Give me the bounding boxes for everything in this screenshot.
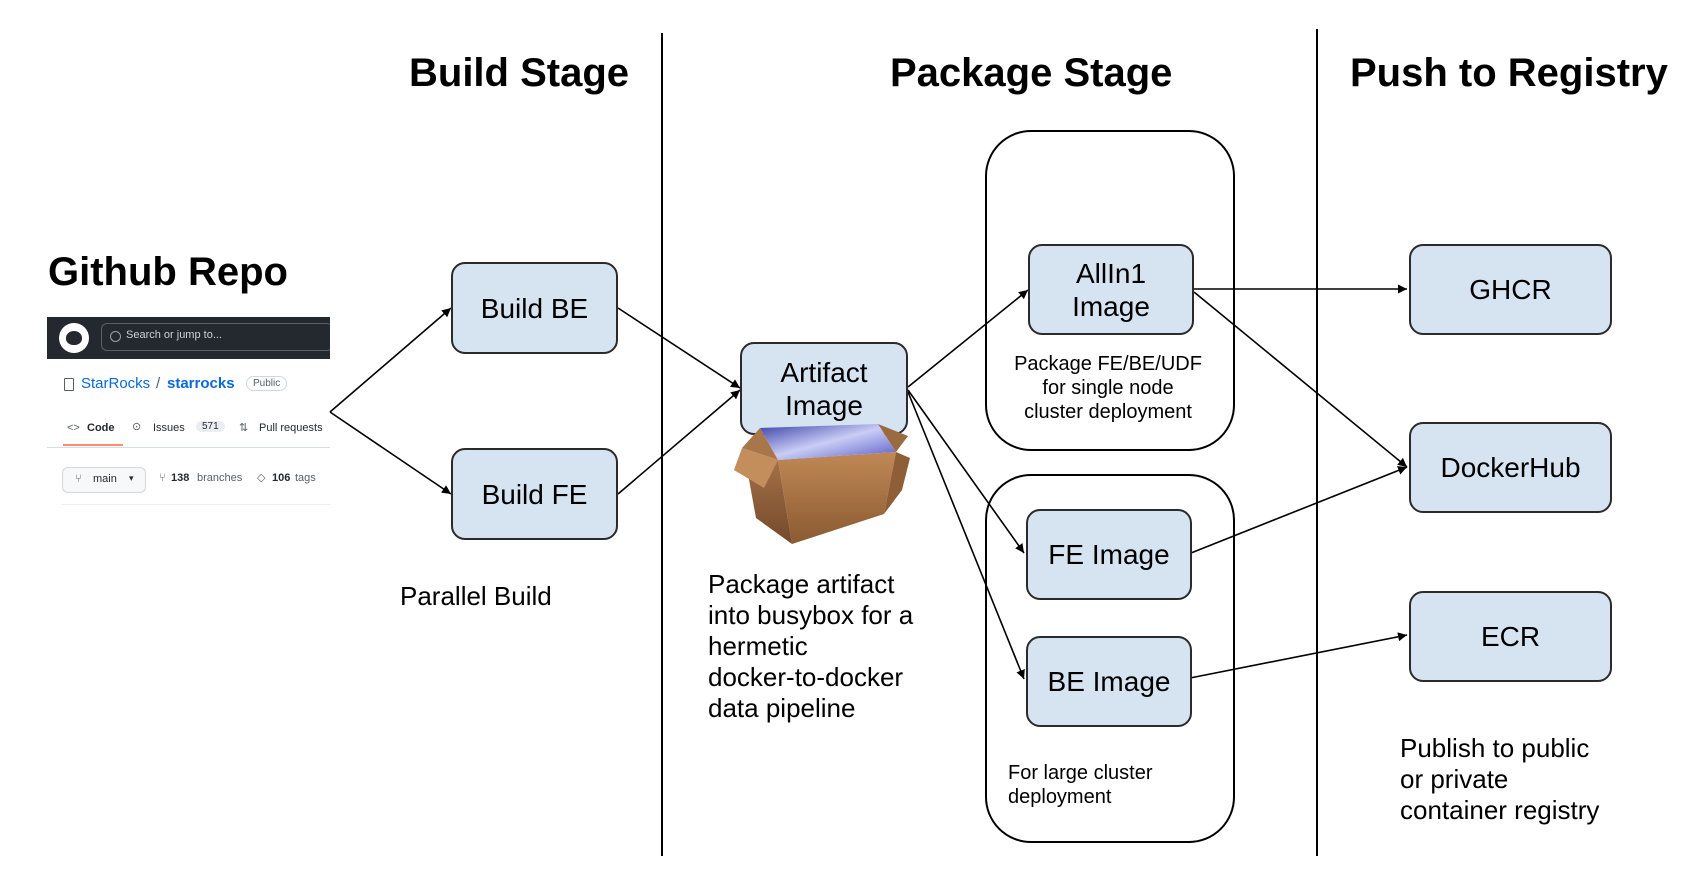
branches-label[interactable]: branches xyxy=(197,472,243,484)
artifact-caption-line-3: hermetic xyxy=(708,631,808,661)
registry-caption-line-3: container registry xyxy=(1400,795,1600,825)
branch-select-button[interactable]: ⑂ main ▾ xyxy=(62,467,146,493)
tab-pull-requests[interactable]: Pull requests xyxy=(259,422,323,434)
repo-owner-link[interactable]: StarRocks xyxy=(81,375,151,392)
be-image-node: BE Image xyxy=(1026,636,1192,727)
package-stage-title: Package Stage xyxy=(890,51,1173,95)
arrow-artifact-to-be-image xyxy=(907,391,1025,680)
parallel-build-caption: Parallel Build xyxy=(400,581,552,611)
repo-icon xyxy=(64,378,74,391)
ghcr-node: GHCR xyxy=(1409,244,1612,335)
github-bottom-divider xyxy=(62,504,330,505)
push-stage-title: Push to Registry xyxy=(1350,51,1668,95)
large-cluster-group xyxy=(985,474,1235,843)
single-node-caption: Package FE/BE/UDF for single node cluste… xyxy=(985,352,1231,424)
registry-caption-line-1: Publish to public xyxy=(1400,733,1590,763)
repo-visibility-badge: Public xyxy=(246,376,288,391)
github-repo-screenshot: Search or jump to... StarRocks / starroc… xyxy=(47,317,330,507)
github-search-placeholder: Search or jump to... xyxy=(126,329,222,341)
tab-issues[interactable]: Issues xyxy=(153,422,185,434)
artifact-caption-line-1: Package artifact xyxy=(708,569,895,599)
artifact-image-line2: Image xyxy=(785,389,863,421)
divider-package-push xyxy=(1316,29,1318,856)
artifact-caption-line-5: data pipeline xyxy=(708,693,856,723)
registry-caption: Publish to public or private container r… xyxy=(1400,733,1599,826)
arrow-build-fe-to-artifact xyxy=(617,389,741,495)
repo-name-link[interactable]: starrocks xyxy=(167,375,235,392)
registry-caption-line-2: or private xyxy=(1400,764,1509,794)
active-tab-underline xyxy=(63,444,123,446)
ecr-node: ECR xyxy=(1409,591,1612,682)
allin1-image-node: AllIn1 Image xyxy=(1028,244,1194,335)
arrow-allin1-to-dockerhub xyxy=(1193,291,1408,468)
branches-count[interactable]: 138 xyxy=(171,472,190,484)
arrow-repo-to-build-fe xyxy=(329,411,452,495)
issues-count-badge: 571 xyxy=(196,421,225,432)
allin1-image-line2: Image xyxy=(1072,290,1150,322)
github-header-bar: Search or jump to... xyxy=(47,317,330,359)
single-node-caption-line-2: for single node xyxy=(1042,377,1174,399)
divider-build-package xyxy=(661,33,663,856)
arrow-artifact-to-allin1 xyxy=(907,289,1029,388)
arrow-repo-to-build-be xyxy=(329,307,452,413)
dockerhub-node: DockerHub xyxy=(1409,422,1612,513)
artifact-caption: Package artifact into busybox for a herm… xyxy=(708,569,913,724)
artifact-image-line1: Artifact xyxy=(780,356,868,388)
repo-path-separator: / xyxy=(156,375,161,392)
tab-code[interactable]: Code xyxy=(87,422,115,434)
allin1-image-line1: AllIn1 xyxy=(1075,257,1147,289)
artifact-image-node: Artifact Image xyxy=(740,342,908,435)
caret-down-icon: ▾ xyxy=(129,473,134,483)
tag-icon: ◇ xyxy=(257,472,266,484)
arrow-build-be-to-artifact xyxy=(617,307,741,389)
tags-label[interactable]: tags xyxy=(295,472,316,484)
arrow-fe-image-to-dockerhub xyxy=(1190,466,1408,554)
build-fe-node: Build FE xyxy=(451,448,618,540)
search-icon xyxy=(110,331,121,342)
arrow-be-image-to-ecr xyxy=(1179,632,1408,681)
build-stage-title: Build Stage xyxy=(409,51,630,95)
github-search-input[interactable]: Search or jump to... xyxy=(101,323,330,351)
branch-name: main xyxy=(93,473,117,485)
single-node-group xyxy=(985,130,1235,451)
fe-image-node: FE Image xyxy=(1026,509,1192,600)
github-logo-icon[interactable] xyxy=(59,323,89,353)
branches-icon: ⑂ xyxy=(159,472,166,484)
tags-count[interactable]: 106 xyxy=(272,472,291,484)
single-node-caption-line-1: Package FE/BE/UDF xyxy=(1014,353,1202,375)
issues-icon: ⊙ xyxy=(132,421,142,433)
code-icon: <> xyxy=(67,422,80,434)
large-cluster-caption-line-2: deployment xyxy=(1008,786,1112,808)
single-node-caption-line-3: cluster deployment xyxy=(1024,401,1192,423)
cardboard-box-illustration xyxy=(734,424,910,544)
build-be-node: Build BE xyxy=(451,262,618,354)
artifact-caption-line-2: into busybox for a xyxy=(708,600,914,630)
branch-icon: ⑂ xyxy=(75,473,82,485)
large-cluster-caption: For large cluster deployment xyxy=(1008,761,1153,809)
large-cluster-caption-line-1: For large cluster xyxy=(1008,762,1153,784)
pull-request-icon: ⇅ xyxy=(239,422,249,434)
tab-separator xyxy=(47,447,330,448)
arrow-artifact-to-fe-image xyxy=(907,389,1025,554)
github-repo-title: Github Repo xyxy=(48,250,288,294)
artifact-caption-line-4: docker-to-docker xyxy=(708,662,904,692)
